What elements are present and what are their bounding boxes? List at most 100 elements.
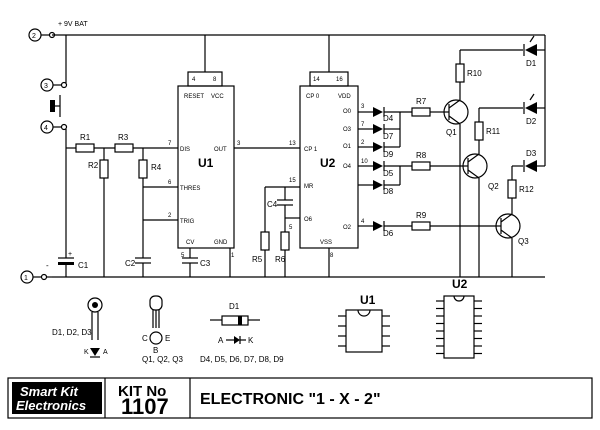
svg-text:E: E bbox=[165, 334, 170, 343]
resistor-r3: R3 bbox=[114, 133, 134, 153]
resistor-r11: R11 bbox=[474, 121, 501, 141]
svg-text:C4: C4 bbox=[267, 200, 278, 209]
svg-text:D2: D2 bbox=[526, 117, 537, 126]
transistor-q2: Q2 bbox=[462, 153, 499, 191]
svg-text:A: A bbox=[218, 336, 224, 345]
svg-text:GND: GND bbox=[214, 240, 228, 246]
legend-u1-package: U1 bbox=[338, 293, 390, 353]
svg-text:CP 1: CP 1 bbox=[304, 147, 318, 153]
svg-text:14: 14 bbox=[313, 77, 320, 83]
diode-label: D5 bbox=[383, 169, 394, 178]
svg-text:16: 16 bbox=[336, 77, 343, 83]
svg-text:O0: O0 bbox=[343, 109, 352, 115]
svg-text:O2: O2 bbox=[343, 225, 352, 231]
svg-text:C1: C1 bbox=[78, 261, 89, 270]
diode-d7: D7 bbox=[373, 124, 394, 141]
svg-text:4: 4 bbox=[44, 125, 48, 132]
svg-text:C2: C2 bbox=[125, 259, 136, 268]
svg-text:OUT: OUT bbox=[214, 147, 227, 153]
svg-text:R2: R2 bbox=[88, 161, 99, 170]
diode-d4: D4 bbox=[373, 107, 394, 123]
led-d1: D1 bbox=[523, 35, 545, 68]
diode-label: D8 bbox=[383, 187, 394, 196]
svg-text:C: C bbox=[142, 334, 148, 343]
legend-led: D1, D2, D3 K A bbox=[52, 297, 108, 358]
transistor-q3: Q3 bbox=[495, 213, 529, 246]
capacitor-c3: C3 bbox=[182, 257, 211, 277]
svg-text:7: 7 bbox=[168, 141, 172, 147]
battery-label: + 9V BAT bbox=[58, 21, 88, 28]
svg-text:R7: R7 bbox=[416, 97, 427, 106]
svg-text:A: A bbox=[103, 349, 108, 356]
svg-text:Q2: Q2 bbox=[488, 182, 499, 191]
svg-text:CV: CV bbox=[186, 240, 194, 246]
legend-u2-package: U2 bbox=[436, 277, 482, 359]
svg-text:CP 0: CP 0 bbox=[306, 94, 320, 100]
svg-text:Q3: Q3 bbox=[518, 237, 529, 246]
svg-text:Q1: Q1 bbox=[446, 128, 457, 137]
resistor-r9: R9 bbox=[411, 211, 431, 231]
logo-line2: Electronics bbox=[16, 398, 86, 413]
svg-text:3: 3 bbox=[361, 104, 365, 110]
svg-text:4: 4 bbox=[192, 77, 196, 83]
svg-text:R8: R8 bbox=[416, 151, 427, 160]
svg-text:2: 2 bbox=[168, 213, 172, 219]
kit-title: ELECTRONIC "1 - X - 2" bbox=[200, 391, 381, 408]
resistor-r10: R10 bbox=[455, 63, 482, 83]
svg-text:15: 15 bbox=[289, 178, 296, 184]
svg-text:C3: C3 bbox=[200, 259, 211, 268]
svg-text:B: B bbox=[153, 346, 158, 355]
svg-text:R11: R11 bbox=[486, 127, 501, 136]
legend-transistor: C E B Q1, Q2, Q3 bbox=[142, 295, 183, 364]
svg-text:3: 3 bbox=[44, 83, 48, 90]
legend-diode: D1 A K D4, D5, D6, D7, D8, D9 bbox=[200, 302, 284, 364]
resistor-r12: R12 bbox=[507, 179, 534, 199]
svg-text:O3: O3 bbox=[343, 127, 352, 133]
resistor-r1: R1 bbox=[75, 133, 95, 153]
svg-text:5: 5 bbox=[181, 253, 185, 259]
svg-text:10: 10 bbox=[361, 159, 368, 165]
power-rails bbox=[52, 34, 546, 278]
svg-text:U2: U2 bbox=[452, 277, 468, 291]
capacitor-c2: C2 bbox=[125, 257, 151, 277]
svg-text:R12: R12 bbox=[519, 185, 534, 194]
diode-matrix bbox=[358, 111, 373, 227]
svg-text:3: 3 bbox=[237, 141, 241, 147]
svg-text:O6: O6 bbox=[304, 217, 313, 223]
diode-d8: D8 bbox=[373, 180, 394, 196]
diode-label: D9 bbox=[383, 150, 394, 159]
footer: Smart Kit Electronics KIT No 1107 ELECTR… bbox=[7, 377, 593, 419]
logo-line1: Smart Kit bbox=[20, 384, 78, 399]
svg-text:1: 1 bbox=[231, 253, 235, 259]
svg-text:R4: R4 bbox=[151, 163, 162, 172]
svg-text:R1: R1 bbox=[80, 133, 91, 142]
kit-label: KIT No bbox=[118, 383, 166, 400]
minus-sign: - bbox=[46, 261, 49, 270]
svg-text:R10: R10 bbox=[467, 69, 482, 78]
svg-text:K: K bbox=[248, 336, 254, 345]
ic-u2: 14 16 CP 0 VDD CP 1 MR O6 VSS U2 O0 O3 O… bbox=[289, 71, 368, 259]
diode-d5: D5 bbox=[373, 161, 394, 178]
svg-text:O1: O1 bbox=[343, 144, 352, 150]
svg-text:+: + bbox=[68, 251, 72, 258]
resistor-r7: R7 bbox=[411, 97, 431, 117]
svg-text:6: 6 bbox=[168, 180, 172, 186]
svg-text:1: 1 bbox=[24, 275, 28, 282]
svg-text:2: 2 bbox=[361, 140, 365, 146]
svg-text:R6: R6 bbox=[275, 255, 286, 264]
svg-text:VCC: VCC bbox=[211, 94, 224, 100]
svg-text:R5: R5 bbox=[252, 255, 263, 264]
svg-text:R3: R3 bbox=[118, 133, 129, 142]
transistor-q1: Q1 bbox=[443, 99, 469, 137]
resistor-r8: R8 bbox=[411, 151, 431, 171]
svg-text:U2: U2 bbox=[320, 156, 336, 170]
diode-label: D4 bbox=[383, 114, 394, 123]
resistor-r4: R4 bbox=[138, 159, 162, 179]
svg-text:D1: D1 bbox=[526, 59, 537, 68]
terminal-3: 3 bbox=[40, 78, 68, 92]
brand-logo bbox=[12, 382, 102, 414]
svg-text:DIS: DIS bbox=[180, 147, 190, 153]
